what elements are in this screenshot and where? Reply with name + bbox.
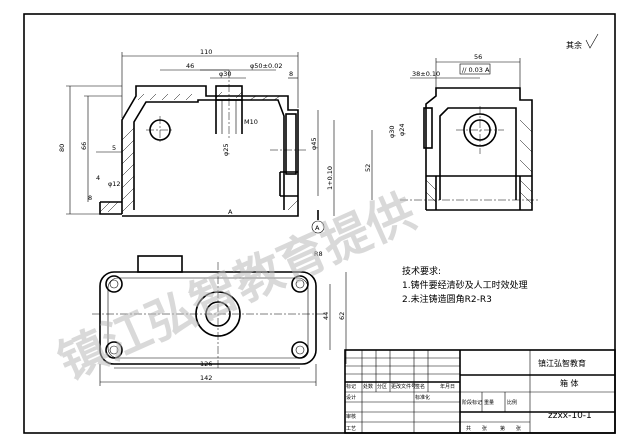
tb-footer-total: 共	[466, 425, 471, 432]
tb-header-doc: 更改文件号	[391, 383, 416, 390]
tb-header-date: 年月日	[440, 383, 455, 390]
dim-front-46: 46	[186, 62, 194, 70]
tb-weight: 重量	[484, 399, 494, 406]
tb-header-mark: 标记	[346, 383, 356, 390]
dim-side-52: 52	[364, 164, 372, 172]
dim-front-25: φ25	[222, 143, 230, 156]
notes-title: 技术要求:	[402, 265, 441, 277]
dim-front-66: 66	[80, 142, 88, 150]
sheet-border	[23, 13, 616, 434]
dim-side-24: φ24	[398, 123, 406, 136]
dim-side-56: 56	[474, 53, 482, 61]
dim-front-45: φ45	[310, 137, 318, 150]
technical-notes: 技术要求: 1.铸件要经清砂及人工时效处理 2.未注铸造圆角R2-R3	[402, 265, 528, 305]
tb-header-count: 处数	[363, 383, 373, 390]
tb-footer-sheet: 张	[516, 425, 521, 432]
dim-front-80: 80	[58, 144, 66, 152]
roughness-text: 其余	[566, 40, 582, 50]
tb-row-standard: 标准化	[415, 394, 430, 401]
dim-front-50: φ50±0.02	[250, 62, 282, 70]
roughness-note: 其余	[566, 33, 599, 50]
dim-front-5: 5	[112, 144, 116, 152]
tb-header-sign: 签名	[415, 383, 425, 390]
tb-stage: 阶段标记	[462, 399, 482, 406]
dim-front-4: 4	[96, 174, 100, 182]
dim-front-30: φ30	[219, 70, 232, 78]
view-a-label: A	[315, 224, 320, 232]
title-block: 标记 处数 分区 更改文件号 签名 年月日 设计 标准化 审核 工艺 镇江弘智教…	[344, 349, 616, 434]
dim-plan-62: 62	[338, 312, 346, 320]
dim-front-width: 110	[200, 48, 212, 56]
dim-front-8: 8	[289, 70, 293, 78]
plan-view: 126 142 44 62 R8	[92, 250, 347, 386]
tb-part-name: 箱 体	[560, 378, 579, 388]
dim-side-30: φ30	[388, 125, 396, 138]
note-2: 2.未注铸造圆角R2-R3	[402, 293, 492, 305]
dim-plan-r8: R8	[314, 250, 323, 258]
dim-plan-44: 44	[322, 312, 330, 320]
section-a-label: A	[228, 208, 233, 216]
dim-front-height: 1+0.10	[326, 166, 334, 190]
dim-front-8b: 8	[88, 194, 92, 202]
tb-row-design: 设计	[346, 394, 356, 401]
tb-footer-sheets: 张	[482, 425, 487, 432]
side-tolerance-frame: // 0.03 A	[462, 66, 490, 74]
dim-front-m10: M10	[244, 118, 258, 126]
note-1: 1.铸件要经清砂及人工时效处理	[402, 279, 528, 291]
tb-scale: 比例	[507, 399, 517, 406]
tb-row-review: 审核	[346, 413, 356, 420]
tb-row-process: 工艺	[346, 426, 356, 432]
dim-plan-126: 126	[200, 360, 212, 368]
side-view: 56 // 0.03 A 38±0.10 φ30 φ24 52	[364, 53, 540, 211]
tb-drawing-no: zzxx-10-1	[548, 411, 592, 421]
front-view: A A 110 46 φ30 φ50±0.02 8 80 66 5 8 φ12 …	[58, 48, 335, 234]
tb-footer-page: 第	[500, 425, 505, 432]
dim-plan-142: 142	[200, 374, 212, 382]
tb-header-zone: 分区	[377, 383, 387, 390]
dim-front-12: φ12	[108, 180, 121, 188]
tb-company: 镇江弘智教育	[538, 358, 586, 368]
dim-side-38: 38±0.10	[412, 70, 440, 78]
